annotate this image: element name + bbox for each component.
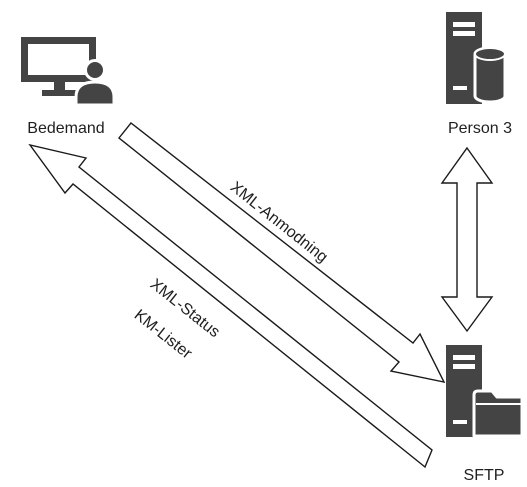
file-server-icon (446, 345, 524, 438)
bedemand-label: Bedemand (27, 120, 104, 137)
sync-arrow (440, 146, 494, 333)
person3-node: Person 3 (446, 12, 512, 137)
sftp-node: SFTP (446, 345, 524, 484)
person3-label: Person 3 (448, 120, 512, 137)
sftp-label: SFTP (464, 467, 505, 484)
status-arrow-shape (28, 143, 433, 469)
sync-arrow-shape (440, 146, 494, 333)
user-computer-icon (21, 37, 116, 107)
database-server-icon (446, 12, 507, 104)
bedemand-node: Bedemand (21, 37, 116, 137)
request-arrow-shape (118, 122, 446, 383)
